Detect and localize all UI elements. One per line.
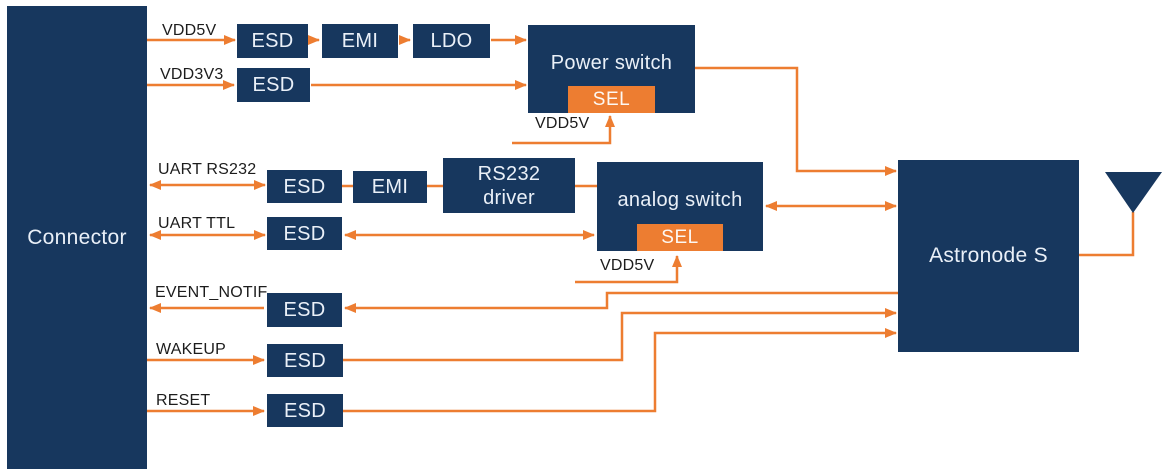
- wakeup-label: WAKEUP: [156, 341, 226, 358]
- analog-switch-label: analog switch: [617, 189, 743, 211]
- vdd5v-to-power-sel-line: [512, 115, 615, 145]
- esd-block-uart-rs232: ESD: [267, 170, 342, 203]
- reset-to-astronode-line: [343, 328, 897, 413]
- power-switch-to-astronode-line: [695, 66, 897, 176]
- vdd5v-to-analog-sel-line: [575, 255, 682, 284]
- rs232-driver-block: RS232 driver: [443, 158, 575, 213]
- esd-block-reset: ESD: [267, 394, 343, 427]
- power-switch-sel-box: SEL: [568, 86, 655, 113]
- power-switch-block: Power switch: [528, 25, 695, 113]
- esd-block-event-notif: ESD: [267, 293, 342, 327]
- esd-block-vdd3v3: ESD: [237, 68, 310, 102]
- rs232-driver-label: RS232 driver: [477, 162, 541, 209]
- emi-block-uart: EMI: [353, 171, 427, 203]
- power-switch-label: Power switch: [550, 52, 673, 74]
- emi-block-vdd5v: EMI: [322, 24, 398, 58]
- event-notif-label: EVENT_NOTIF: [155, 284, 268, 301]
- reset-label: RESET: [156, 392, 211, 409]
- power-sel-supply-label: VDD5V: [535, 115, 590, 132]
- uart-ttl-label: UART TTL: [158, 215, 236, 232]
- antenna-icon: [1105, 172, 1162, 213]
- analog-sel-supply-label: VDD5V: [600, 257, 655, 274]
- event-notif-from-astronode-line: [344, 291, 898, 313]
- astronode-block: Astronode S: [898, 160, 1079, 352]
- connector-block: Connector: [7, 6, 147, 469]
- vdd3v3-label: VDD3V3: [160, 66, 224, 83]
- vdd5v-label: VDD5V: [162, 22, 217, 39]
- esd-block-wakeup: ESD: [267, 344, 343, 377]
- esd-block-vdd5v: ESD: [237, 24, 308, 58]
- esd-block-uart-ttl: ESD: [267, 217, 342, 250]
- ldo-block: LDO: [413, 24, 490, 58]
- antenna-feed-line: [1079, 212, 1135, 257]
- uart-rs232-label: UART RS232: [158, 161, 257, 178]
- analog-switch-sel-box: SEL: [637, 224, 723, 251]
- wakeup-to-astronode-line: [343, 308, 897, 362]
